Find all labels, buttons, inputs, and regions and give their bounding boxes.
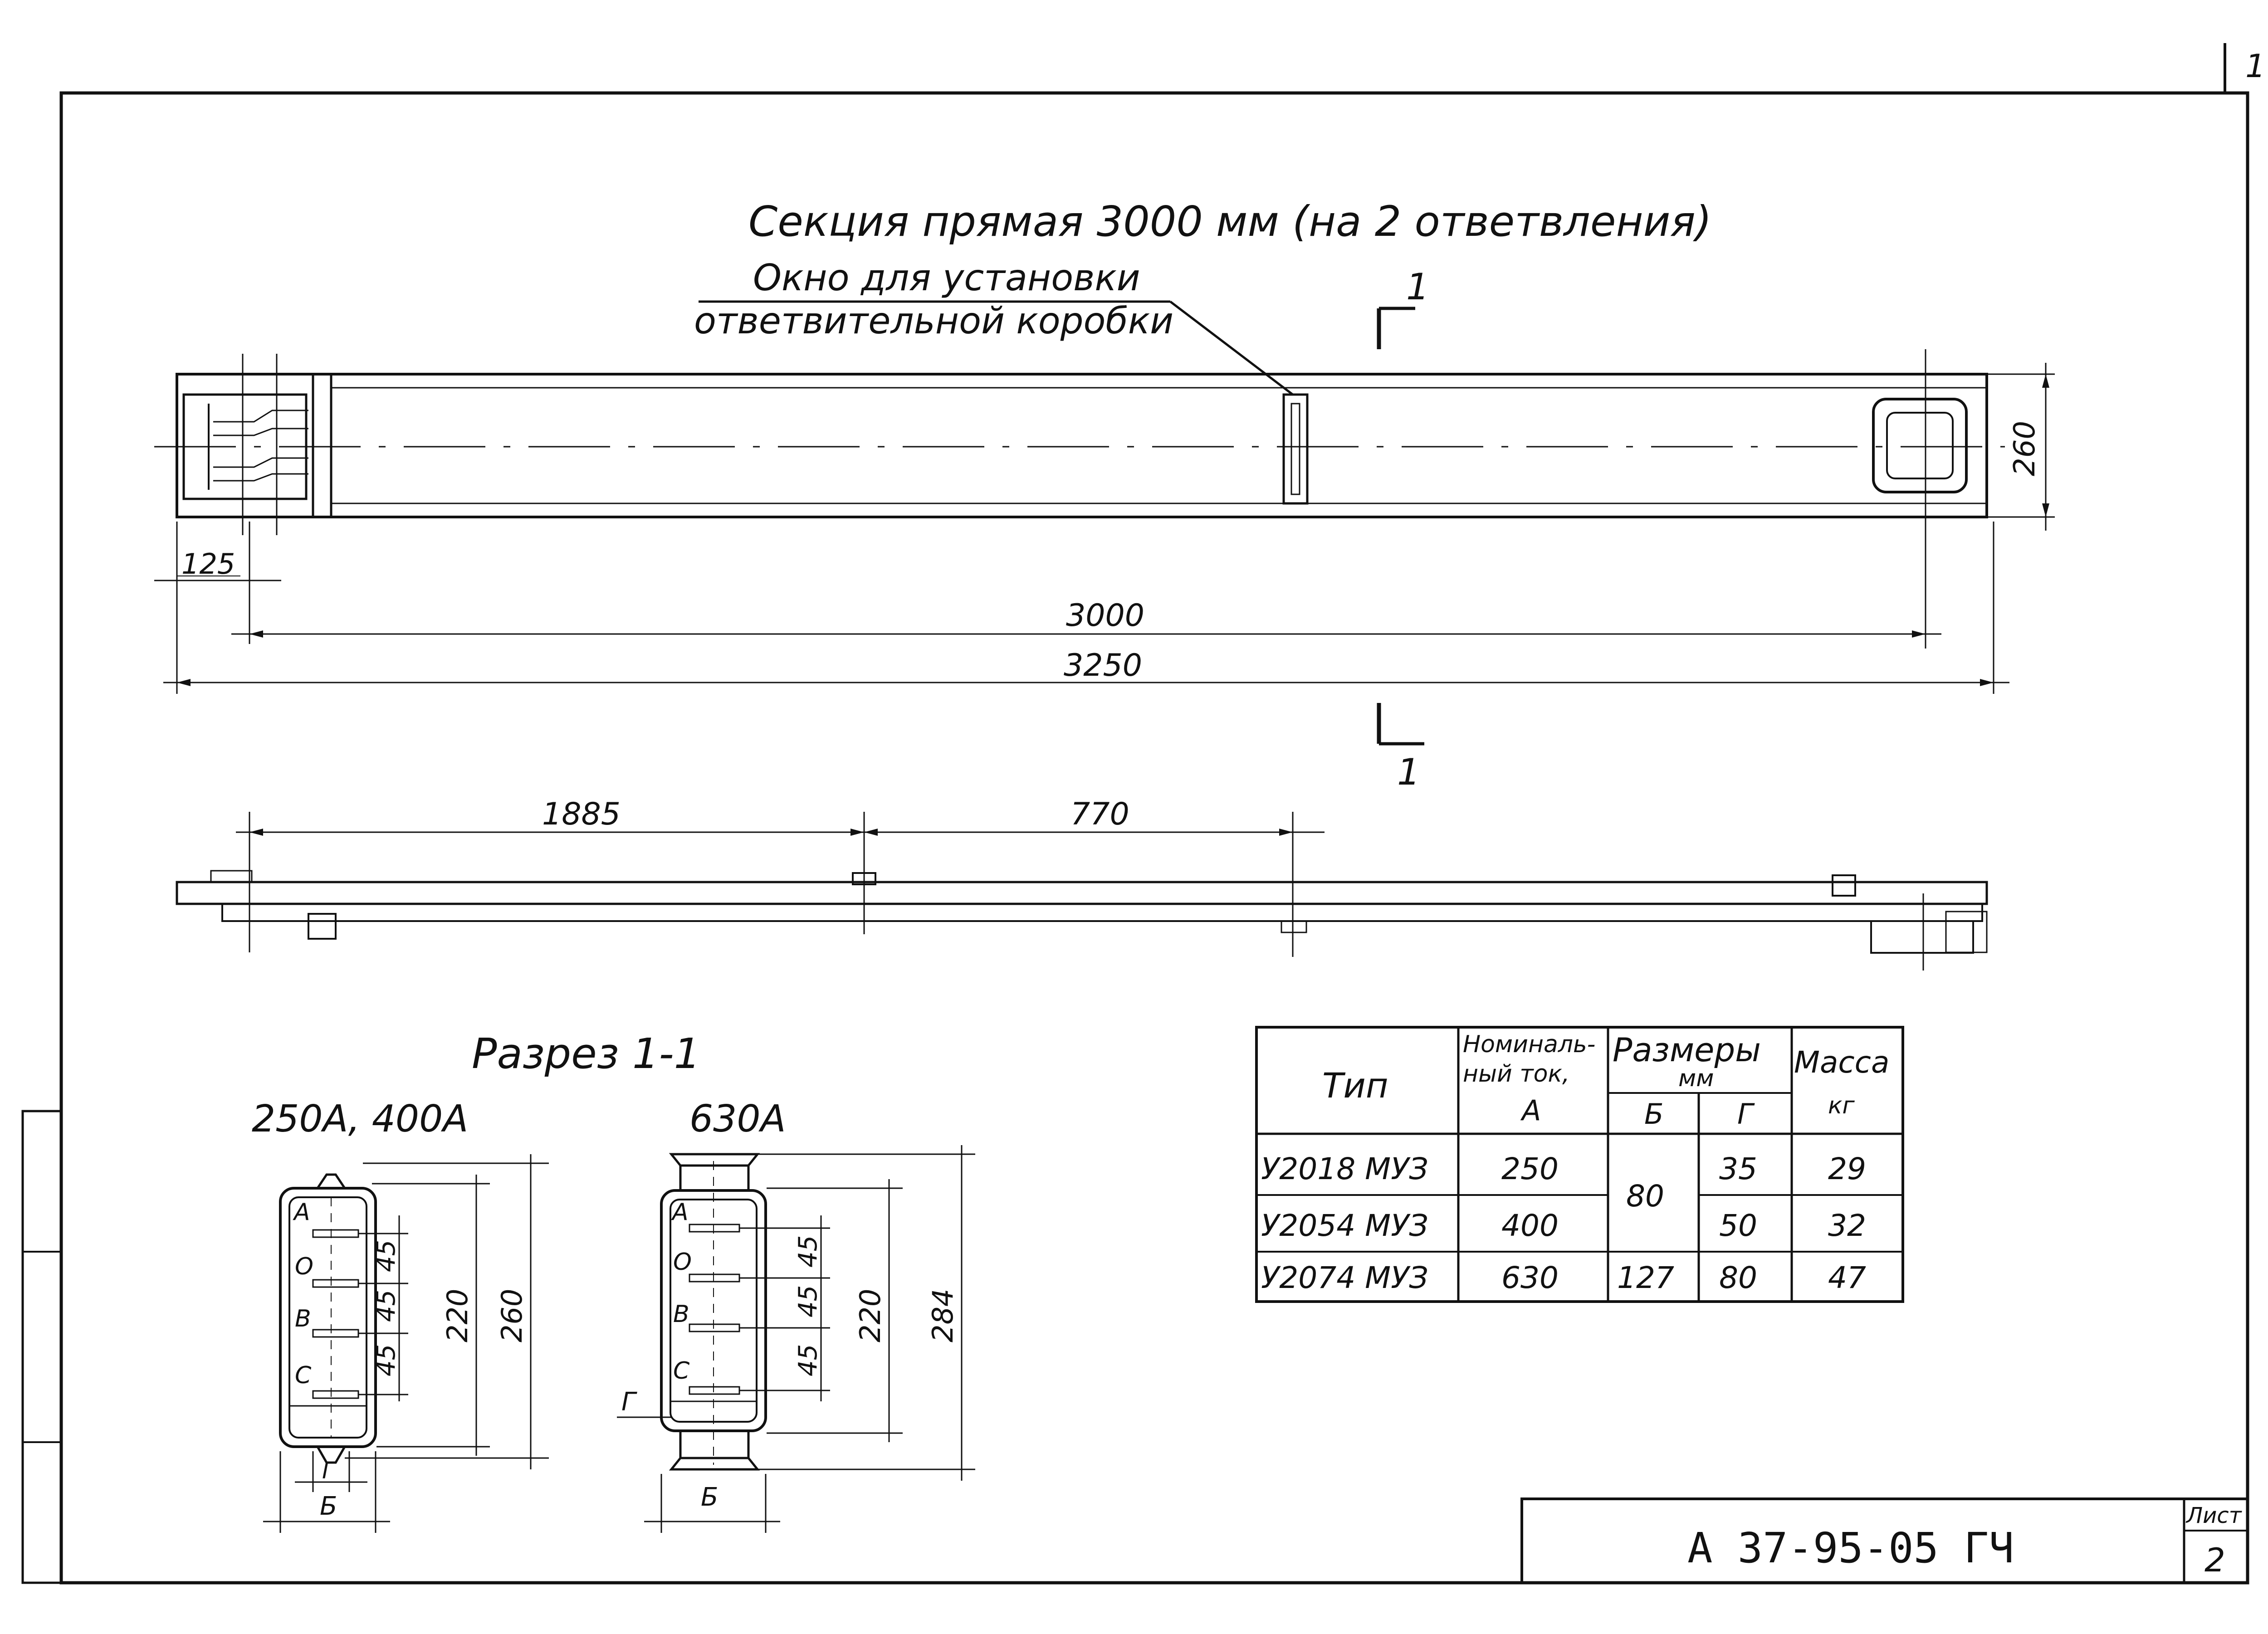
- svg-text:О: О: [295, 1253, 313, 1280]
- svg-text:29: 29: [1828, 1151, 1866, 1186]
- sheet-number: 2: [2204, 1541, 2225, 1579]
- svg-text:Б: Б: [701, 1483, 718, 1512]
- svg-text:Г: Г: [1737, 1097, 1755, 1131]
- section-left-phase-labels: А О В С: [293, 1199, 313, 1389]
- busway-plan-view: [154, 354, 2005, 535]
- spec-table: Тип Номиналь- ный ток, А Размеры мм Б Г …: [1255, 1026, 1904, 1303]
- svg-text:Г: Г: [621, 1387, 637, 1417]
- section-right-phase-labels: А О В С: [671, 1199, 692, 1385]
- svg-text:80: 80: [1719, 1260, 1757, 1295]
- svg-text:Б: Б: [320, 1492, 337, 1521]
- svg-text:кг: кг: [1828, 1092, 1855, 1119]
- svg-text:Размеры: Размеры: [1613, 1031, 1761, 1069]
- section-left-dimensions: 45 45 45 220 260 Г Б: [263, 1154, 549, 1533]
- section-mark-top: 1: [1377, 266, 1429, 349]
- svg-text:В: В: [673, 1301, 689, 1328]
- plan-dimensions: 125 3000 3250 260: [154, 349, 2055, 694]
- window-label-line1: Окно для установки: [753, 257, 1140, 299]
- sheet-label: Лист: [2185, 1503, 2243, 1528]
- svg-text:260: 260: [495, 1289, 528, 1342]
- svg-text:127: 127: [1617, 1260, 1674, 1295]
- svg-text:3000: 3000: [1066, 598, 1144, 634]
- svg-text:А: А: [293, 1199, 310, 1226]
- svg-text:50: 50: [1719, 1208, 1757, 1243]
- svg-text:770: 770: [1070, 796, 1129, 832]
- svg-text:45: 45: [793, 1285, 823, 1317]
- svg-text:32: 32: [1828, 1208, 1866, 1243]
- svg-text:А: А: [1520, 1094, 1541, 1127]
- section-right-caption: 630А: [689, 1097, 786, 1141]
- svg-text:А: А: [671, 1199, 689, 1226]
- svg-text:45: 45: [793, 1344, 823, 1376]
- svg-text:220: 220: [441, 1289, 474, 1342]
- busway-side-view: [176, 812, 1988, 971]
- title-block: А 37-95-05 ГЧ Лист 2: [1520, 1497, 2249, 1584]
- side-dimensions: 1885 770: [236, 796, 1325, 836]
- svg-text:О: О: [673, 1249, 692, 1276]
- section-right-dimensions: 45 45 45 220 284 Г Б: [617, 1145, 975, 1533]
- svg-text:35: 35: [1719, 1151, 1757, 1186]
- svg-text:мм: мм: [1678, 1065, 1714, 1092]
- window-leader: [1169, 301, 1294, 395]
- svg-text:Тип: Тип: [1322, 1065, 1388, 1106]
- section-left-caption: 250А, 400А: [252, 1097, 468, 1141]
- drawing-title: Секция прямая 3000 мм (на 2 ответвления): [748, 197, 1712, 246]
- section-left-profile: [279, 1173, 377, 1464]
- section-title: Разрез 1-1: [472, 1029, 700, 1078]
- svg-text:Б: Б: [1644, 1097, 1664, 1131]
- svg-text:400: 400: [1501, 1208, 1559, 1243]
- svg-text:45: 45: [371, 1240, 401, 1272]
- section-right-profile: [660, 1153, 767, 1471]
- svg-text:260: 260: [2008, 421, 2042, 476]
- svg-text:1885: 1885: [542, 796, 621, 832]
- svg-text:Масса: Масса: [1794, 1045, 1889, 1080]
- corner-mark: 1: [2245, 48, 2266, 85]
- table-row: У2074 МУЗ: [1261, 1260, 1428, 1295]
- svg-text:В: В: [295, 1305, 311, 1332]
- svg-text:45: 45: [793, 1235, 823, 1268]
- table-row: У2054 МУЗ: [1261, 1208, 1428, 1243]
- svg-text:220: 220: [854, 1289, 887, 1342]
- svg-text:250: 250: [1501, 1151, 1559, 1186]
- binding-strip: [21, 1110, 63, 1584]
- svg-text:Номиналь-: Номиналь-: [1463, 1031, 1595, 1058]
- svg-text:47: 47: [1828, 1260, 1866, 1295]
- svg-text:630: 630: [1501, 1260, 1559, 1295]
- svg-text:1: 1: [1397, 751, 1420, 793]
- svg-text:45: 45: [371, 1290, 401, 1322]
- svg-text:125: 125: [181, 547, 235, 580]
- svg-text:1: 1: [1406, 266, 1429, 308]
- window-label-line2: ответвительной коробки: [694, 300, 1173, 342]
- svg-text:ный ток,: ный ток,: [1463, 1060, 1569, 1088]
- sheet-frame: [59, 91, 2249, 1585]
- table-row: У2018 МУЗ: [1261, 1151, 1428, 1186]
- section-mark-bottom: 1: [1377, 703, 1424, 793]
- svg-text:3250: 3250: [1064, 648, 1142, 683]
- svg-text:С: С: [673, 1357, 690, 1385]
- document-code: А 37-95-05 ГЧ: [1687, 1524, 2014, 1572]
- svg-text:С: С: [295, 1362, 312, 1389]
- svg-text:Г: Г: [322, 1458, 337, 1484]
- svg-text:80: 80: [1626, 1179, 1664, 1214]
- svg-text:284: 284: [926, 1289, 959, 1342]
- svg-text:45: 45: [371, 1344, 401, 1376]
